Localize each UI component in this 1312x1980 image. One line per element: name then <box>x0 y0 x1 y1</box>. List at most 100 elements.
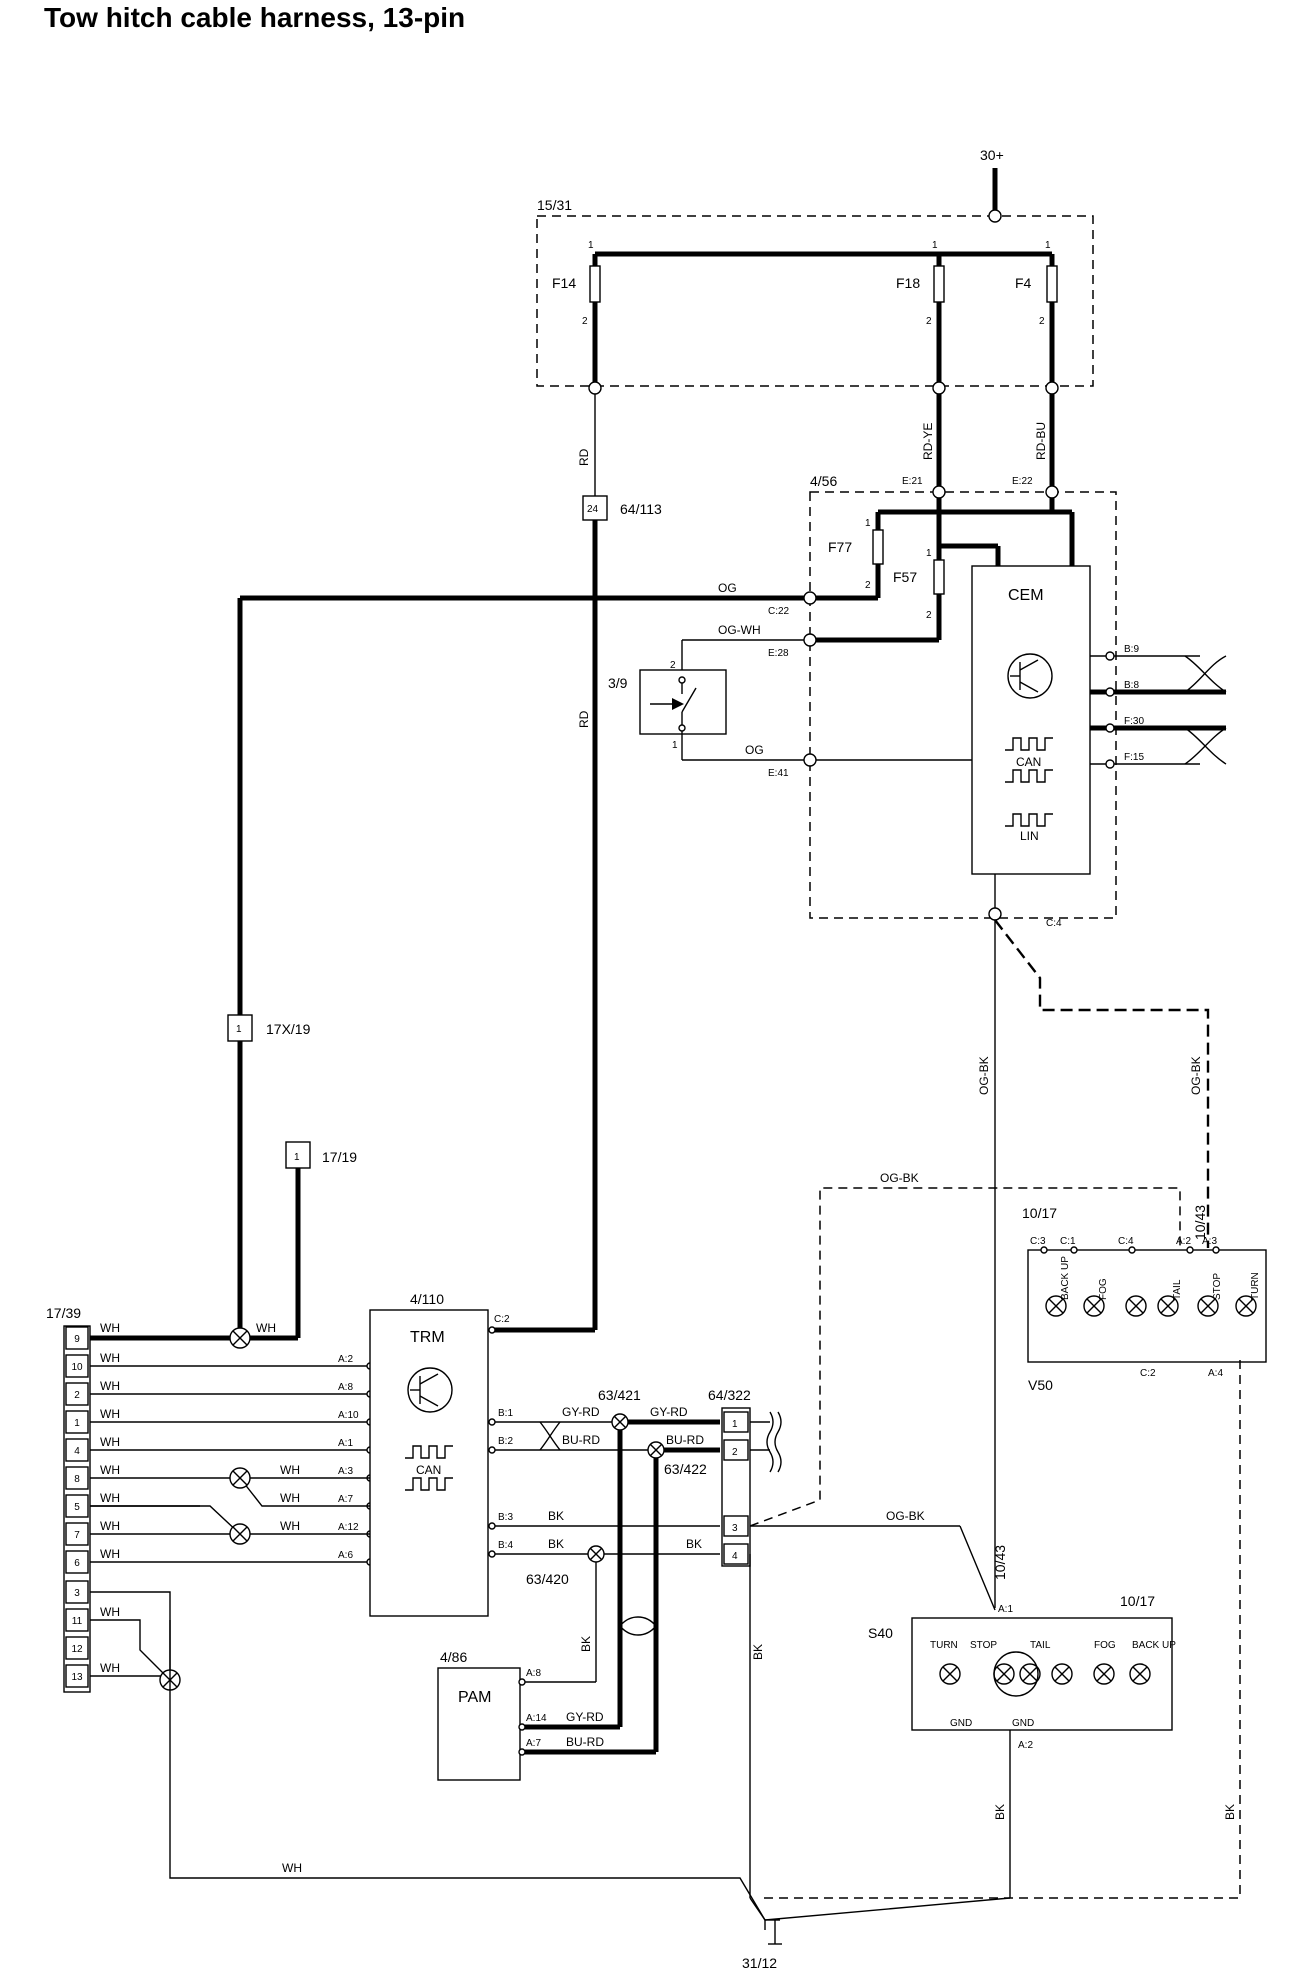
socket-pin-label: 11 <box>72 1616 83 1627</box>
socket-pin-label: 5 <box>74 1502 80 1513</box>
trm-can-label: CAN <box>416 1463 441 1477</box>
wire-label-og-top: OG <box>718 581 737 595</box>
wire-label-bk-b3: BK <box>548 1509 564 1523</box>
s40-lamp-label: FOG <box>1094 1640 1116 1651</box>
wire-label-wh: WH <box>100 1519 120 1533</box>
v50-connector-label: 10/43 <box>1192 1205 1208 1240</box>
cem-lin-label: LIN <box>1020 829 1039 843</box>
socket-pin-label: 3 <box>74 1588 80 1599</box>
cem-right-bus <box>1090 651 1227 769</box>
cem-box-4-56 <box>809 491 1117 919</box>
v50-lamp-label: STOP <box>1212 1273 1223 1300</box>
socket-pin-label: 10 <box>71 1362 83 1373</box>
wire-label-wh: WH <box>100 1547 120 1561</box>
s40-lamp <box>1019 1663 1041 1685</box>
diagram-title: Tow hitch cable harness, 13-pin <box>44 2 466 33</box>
can-bus-icon <box>1005 737 1053 783</box>
v50-top-pin-label: C:1 <box>1060 1236 1076 1247</box>
v50-lamp <box>1157 1295 1179 1317</box>
socket-pin-1: 1 <box>65 1410 89 1434</box>
s40-pin-a1: A:1 <box>998 1604 1013 1615</box>
cem-pin-e41: E:41 <box>768 768 789 779</box>
splice-socket-main <box>229 1327 251 1349</box>
socket-pin-label: 6 <box>74 1558 80 1569</box>
wire-label-wh: WH <box>280 1519 300 1533</box>
wire-label-rd-top: RD <box>577 448 591 466</box>
wire-label-gy-rd-1: GY-RD <box>562 1405 600 1419</box>
s40-gnd-label-1: GND <box>950 1718 972 1729</box>
fuse-box-15-31 <box>536 215 1094 387</box>
socket-pin-7: 7 <box>65 1522 89 1546</box>
s40-lamp-label: BACK UP <box>1132 1640 1176 1651</box>
wire-label-wh: WH <box>256 1321 276 1335</box>
connector-17x-19-pin: 1 <box>236 1024 242 1035</box>
cem-module-label: CEM <box>1008 587 1044 604</box>
trm-transistor-icon <box>407 1367 453 1413</box>
wire-label-wh: WH <box>280 1463 300 1477</box>
trm-left-pin-label: A:3 <box>338 1466 353 1477</box>
supply-label: 30+ <box>980 147 1004 163</box>
wire-label-wh: WH <box>100 1605 120 1619</box>
wire-label-og-bk-v50: OG-BK <box>1189 1056 1203 1095</box>
splice-63-422 <box>647 1441 665 1459</box>
v50-lamp-label: FOG <box>1098 1278 1109 1300</box>
trm-module <box>369 1309 489 1617</box>
fuse-f14-pin-out: 2 <box>582 316 588 327</box>
fuse-f14 <box>589 265 601 303</box>
pam-pin-a14: A:14 <box>526 1713 547 1724</box>
v50-lamp-label: BACK UP <box>1060 1256 1071 1300</box>
trm-pin-b2: B:2 <box>498 1436 513 1447</box>
fuse-f18-label: F18 <box>896 275 920 291</box>
socket-pin-3: 3 <box>65 1580 89 1604</box>
cem-can-label: CAN <box>1016 755 1041 769</box>
trm-left-pin-label: A:8 <box>338 1382 353 1393</box>
s40-lamp-label: TURN <box>930 1640 958 1651</box>
s40-lamp <box>1051 1663 1073 1685</box>
trm-left-pin-label: A:2 <box>338 1354 353 1365</box>
wire-label-og-bk-cem: OG-BK <box>977 1056 991 1095</box>
socket-pin-label: 12 <box>71 1644 83 1655</box>
s40-lamp-module-label: 10/17 <box>1120 1593 1155 1609</box>
fuse-f18 <box>933 265 945 303</box>
wire-label-wh: WH <box>100 1661 120 1675</box>
v50-lamp <box>1083 1295 1105 1317</box>
wire-label-bk-s40: BK <box>993 1804 1007 1820</box>
trm-left-pin-label: A:10 <box>338 1410 359 1421</box>
splice-socket-a <box>229 1467 251 1489</box>
fuse-box-15-31-label: 15/31 <box>537 197 572 213</box>
fuse-f57 <box>933 559 945 595</box>
cem-pin-e21: E:21 <box>902 476 923 487</box>
connector-17-19 <box>285 1141 311 1169</box>
v50-pin-a4: A:4 <box>1208 1368 1223 1379</box>
s40-gnd-label-2: GND <box>1012 1718 1034 1729</box>
s40-lamp <box>939 1663 961 1685</box>
fuse-f57-label: F57 <box>893 569 917 585</box>
socket-pin-5: 5 <box>65 1494 89 1518</box>
switch-contact-icon <box>650 683 697 725</box>
s40-lamp-label: TAIL <box>1030 1640 1051 1651</box>
connector-64-113-label: 64/113 <box>620 501 662 517</box>
switch-3-9-label: 3/9 <box>608 675 628 691</box>
wire-label-og-wh: OG-WH <box>718 623 761 637</box>
fuse-f77-pin-out: 2 <box>865 580 871 591</box>
fuse-f57-pin-out: 2 <box>926 610 932 621</box>
lin-bus-icon <box>1005 813 1053 827</box>
fuse-f18-pin-out: 2 <box>926 316 932 327</box>
wire-label-gy-rd-pam: GY-RD <box>566 1710 604 1724</box>
fuse-f57-pin-in: 1 <box>926 548 932 559</box>
fuse-f18-pin-in: 1 <box>932 240 938 251</box>
fuse-f4-pin-out: 2 <box>1039 316 1045 327</box>
connector-17x-19-label: 17X/19 <box>266 1021 311 1037</box>
wire-label-wh: WH <box>100 1321 120 1335</box>
s40-model-label: S40 <box>868 1625 893 1641</box>
wire-label-wh: WH <box>100 1379 120 1393</box>
wire-label-wh: WH <box>100 1407 120 1421</box>
splice-63-420-label: 63/420 <box>526 1571 569 1587</box>
pam-4-86-label: 4/86 <box>440 1649 467 1665</box>
v50-model-label: V50 <box>1028 1377 1053 1393</box>
v50-lamp <box>1125 1295 1147 1317</box>
fuse-f4-label: F4 <box>1015 275 1032 291</box>
s40-lamp <box>993 1663 1015 1685</box>
pam-pin-a7: A:7 <box>526 1738 541 1749</box>
